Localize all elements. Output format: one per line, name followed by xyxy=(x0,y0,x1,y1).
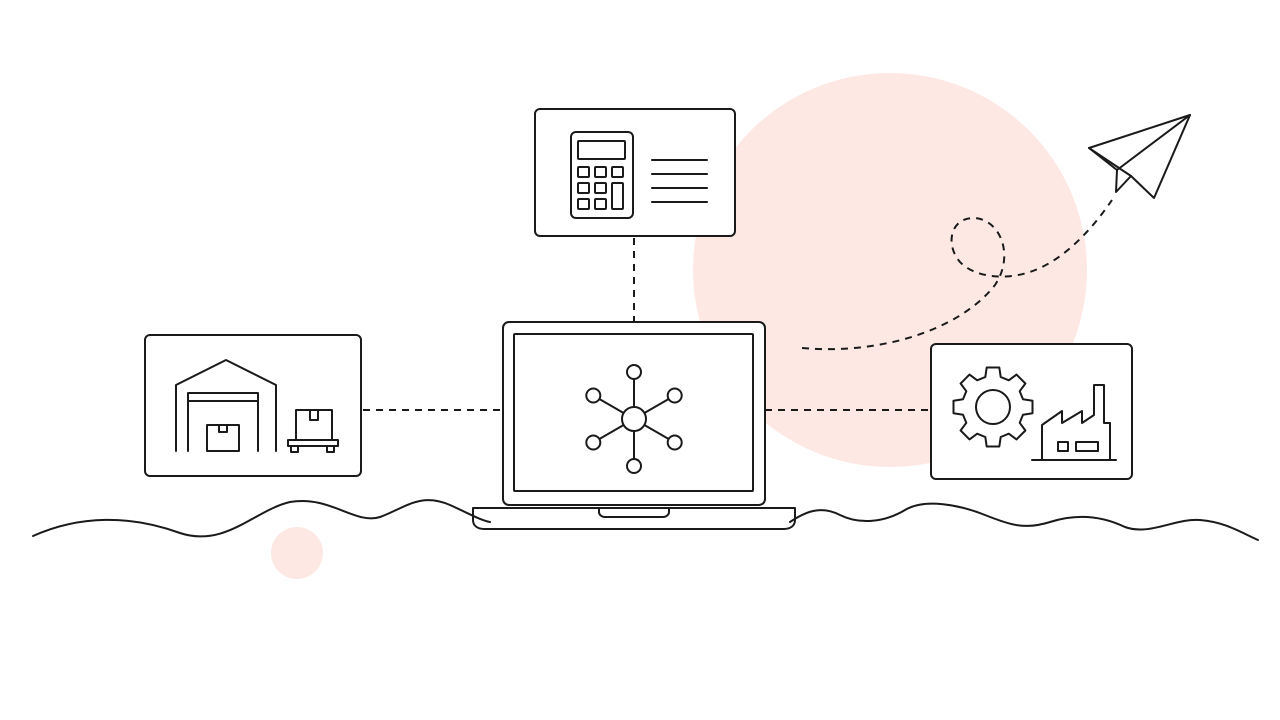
hub-spoke xyxy=(598,398,625,414)
calculator-icon xyxy=(570,131,634,219)
laptop-icon xyxy=(472,321,796,530)
hub-node xyxy=(666,387,683,404)
factory-card xyxy=(930,343,1133,480)
hub-node xyxy=(585,434,602,451)
ground-wave xyxy=(32,499,1259,541)
factory-icon xyxy=(1031,384,1117,461)
plane-trail xyxy=(801,199,1113,351)
warehouse-icon xyxy=(175,359,277,452)
accent-blob-small xyxy=(271,527,323,579)
hub-spoke xyxy=(598,424,625,440)
hub-spoke xyxy=(643,398,670,414)
hub-node xyxy=(666,434,683,451)
network-hub-icon xyxy=(585,364,683,474)
hub-node xyxy=(626,364,642,380)
calculator-card xyxy=(534,108,736,237)
hub-node xyxy=(626,458,642,474)
paper-plane-icon xyxy=(1088,114,1191,199)
hub-center xyxy=(621,406,647,432)
text-lines-icon xyxy=(651,159,708,203)
pallet-box-icon xyxy=(287,409,339,453)
warehouse-card xyxy=(144,334,362,477)
gear-icon xyxy=(952,366,1034,448)
hub-node xyxy=(585,387,602,404)
hub-spoke xyxy=(643,424,670,440)
